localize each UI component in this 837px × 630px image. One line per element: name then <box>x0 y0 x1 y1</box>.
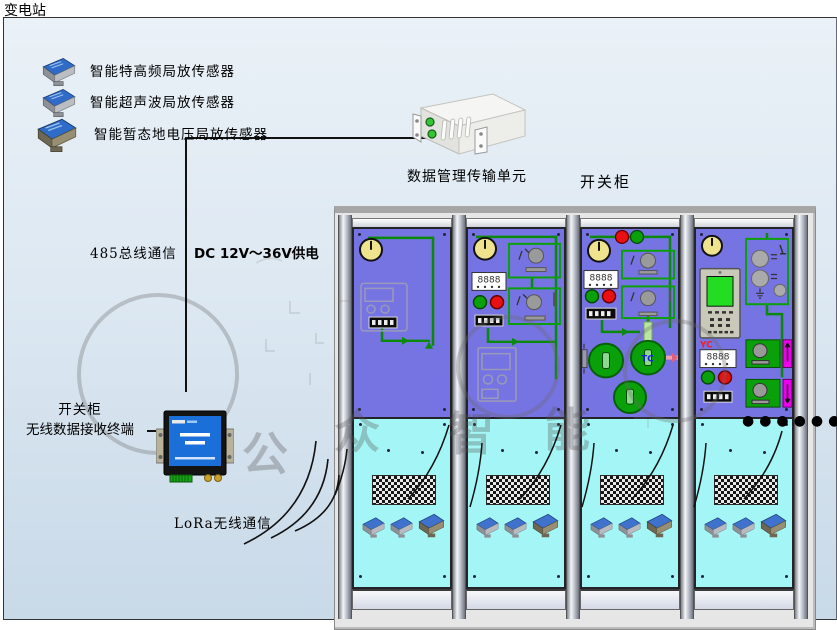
legend-label: 智能暂态地电压局放传感器 <box>94 127 268 143</box>
cabinet-frame-column <box>794 215 808 619</box>
switchgear-cabinet: 8888 <box>334 206 816 630</box>
bay-base <box>466 589 566 610</box>
receiver-icon <box>155 410 235 483</box>
bay-base <box>694 589 794 610</box>
vent-grille <box>372 475 436 505</box>
substation-boundary: 智能特高频局放传感器 智能超声波局放传感器 智能暂态地电压局放传感器 <box>3 17 837 630</box>
bay2-mimic-panel: 8888 <box>466 227 566 419</box>
receiver-label-2: 无线数据接收终端 <box>26 422 134 438</box>
legend-item-uhf: 智能特高频局放传感器 <box>38 54 235 86</box>
cabinet-frame-column <box>680 215 694 619</box>
cabinet-bay-2: 8888 <box>466 218 566 619</box>
more-cabinets-ellipsis: ●●●●●● <box>742 413 837 429</box>
bay3-sensors <box>588 511 676 539</box>
bay4-mimic-panel: YC 8888 <box>694 227 794 419</box>
tev-sensor-icon <box>532 513 559 538</box>
watermark-char: 公 <box>242 427 288 481</box>
bay1-lower-door <box>352 419 452 589</box>
bay3-schematic: 8888 <box>582 229 678 415</box>
data-unit-icon <box>412 93 527 155</box>
bus-485-label: 485总线通信 <box>90 246 177 262</box>
yc-marking: YC <box>699 341 713 351</box>
bay-top-rail <box>694 218 794 227</box>
tev-sensor-icon <box>760 513 787 538</box>
tev-sensor-icon <box>646 513 673 538</box>
bay1-mimic-panel <box>352 227 452 419</box>
ultrasonic-sensor-icon <box>732 517 755 538</box>
bay-top-rail <box>352 218 452 227</box>
data-unit-label: 数据管理传输单元 <box>407 169 527 185</box>
bay-base <box>580 589 680 610</box>
uhf-sensor-icon <box>704 517 727 538</box>
bay1-schematic <box>359 236 435 349</box>
ultrasonic-sensor-icon <box>504 517 527 538</box>
bay2-schematic: 8888 <box>471 235 561 402</box>
cabinet-frame-column <box>566 215 580 619</box>
tev-sensor-icon <box>418 513 445 538</box>
cabinet-frame-column <box>338 215 352 619</box>
digital-display: 8888 <box>590 273 613 283</box>
ultrasonic-sensor-icon <box>618 517 641 538</box>
legend-label: 智能特高频局放传感器 <box>90 64 235 80</box>
ultrasonic-sensor-icon <box>42 88 76 117</box>
vent-grille <box>486 475 550 505</box>
cabinet-bay-3: 8888 <box>580 218 680 619</box>
cabinet-bays: 8888 <box>338 215 808 619</box>
cabinet-frame-column <box>452 215 466 619</box>
bay-base <box>352 589 452 610</box>
uhf-sensor-icon <box>590 517 613 538</box>
bay2-lower-door <box>466 419 566 589</box>
bay3-lower-door <box>580 419 680 589</box>
bay2-sensors <box>474 511 562 539</box>
wireless-receiver-terminal <box>155 409 235 489</box>
bay4-schematic: YC 8888 <box>699 232 792 408</box>
data-management-unit <box>397 90 537 169</box>
bay4-lower-door <box>694 419 794 589</box>
legend-item-ultrasonic: 智能超声波局放传感器 <box>38 85 235 117</box>
vent-grille <box>600 475 664 505</box>
cabinet-label: 开关柜 <box>580 173 632 191</box>
cabinet-bay-1 <box>352 218 452 619</box>
dc-power-label: DC 12V～36V供电 <box>194 246 319 262</box>
digital-display: 8888 <box>707 353 730 363</box>
lora-label: LoRa无线通信 <box>174 516 272 532</box>
bay4-sensors <box>702 511 790 539</box>
digital-display: 8888 <box>478 275 501 285</box>
uhf-sensor-icon <box>362 517 385 538</box>
bay1-sensors <box>360 511 448 539</box>
tev-sensor-icon <box>37 118 77 152</box>
receiver-label-1: 开关柜 <box>58 402 102 418</box>
legend-label: 智能超声波局放传感器 <box>90 95 235 111</box>
bay-top-rail <box>466 218 566 227</box>
ultrasonic-sensor-icon <box>390 517 413 538</box>
bay-top-rail <box>580 218 680 227</box>
tc-marking: TC <box>641 355 654 365</box>
bay3-mimic-panel: 8888 <box>580 227 680 419</box>
legend-item-tev: 智能暂态地电压局放传感器 <box>32 114 268 152</box>
vent-grille <box>714 475 778 505</box>
uhf-sensor-icon <box>476 517 499 538</box>
page-title: 变电站 <box>4 3 46 19</box>
uhf-sensor-icon <box>42 57 76 86</box>
